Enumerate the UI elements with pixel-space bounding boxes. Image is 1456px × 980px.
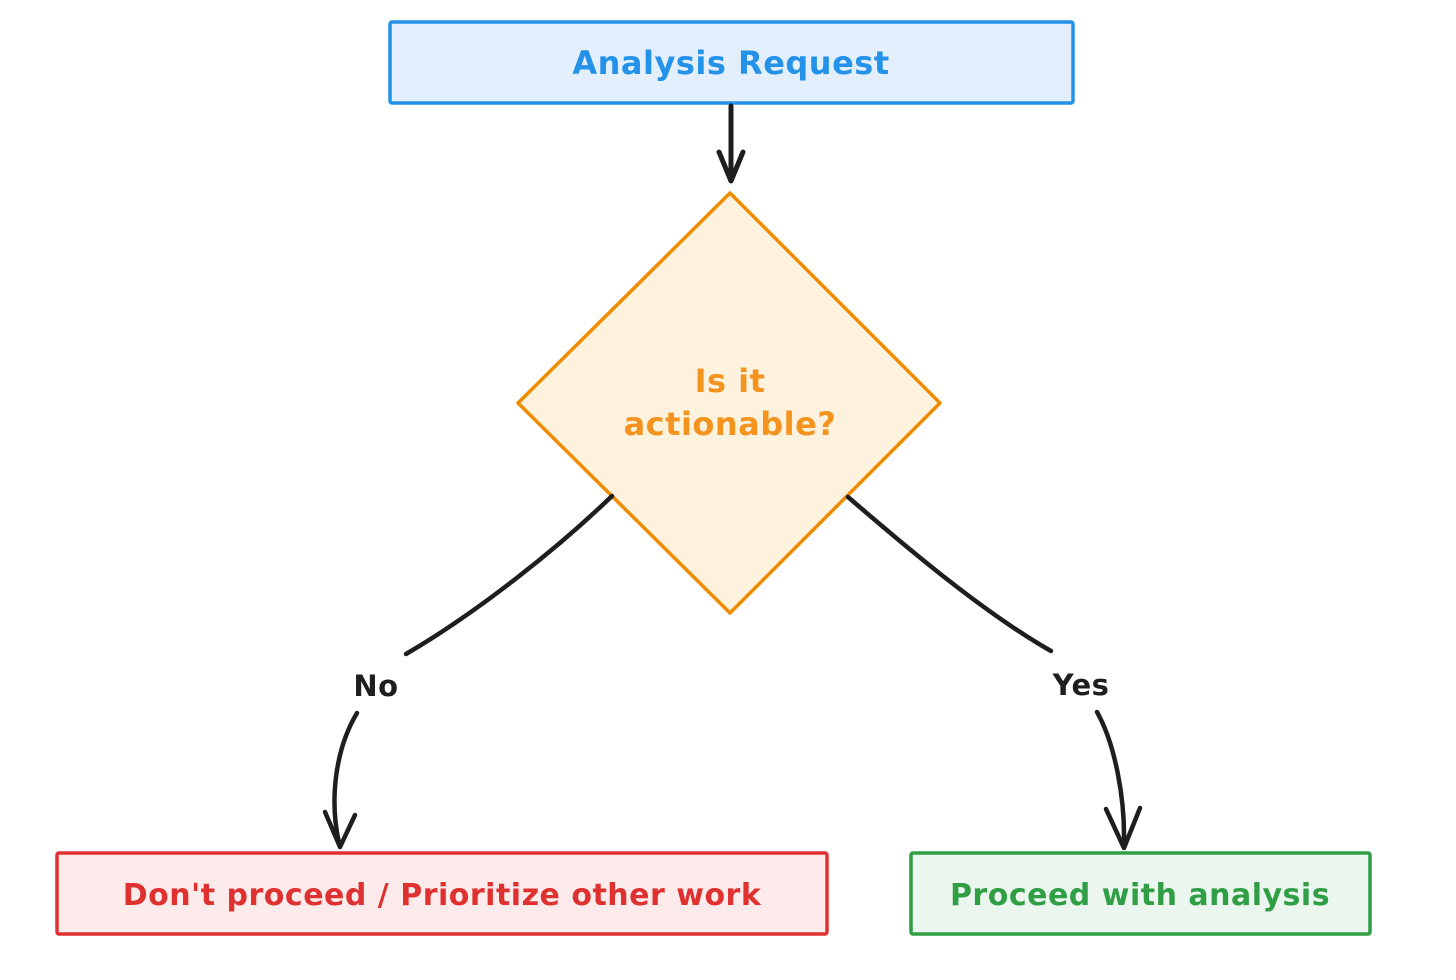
yes-outcome-box-shape — [909, 851, 1372, 936]
edge-label-no: No — [353, 669, 398, 703]
edge-decision-yes: Yes — [845, 494, 1143, 851]
decision-label-line2: actionable? — [624, 405, 837, 443]
no-outcome-box-label: Don't proceed / Prioritize other work — [123, 878, 762, 913]
node-decision: Is it actionable? — [516, 191, 942, 615]
decision-label-line1: Is it — [695, 362, 766, 400]
edge-no-segment-lower — [332, 710, 360, 846]
node-no-outcome: Don't proceed / Prioritize other work — [55, 851, 829, 936]
edge-decision-no: No — [322, 493, 615, 850]
edge-yes-segment-lower — [1094, 709, 1127, 846]
node-yes-outcome: Proceed with analysis — [909, 851, 1372, 936]
start-box-shape — [388, 20, 1075, 105]
edge-label-yes: Yes — [1052, 668, 1110, 702]
edge-no-segment-upper — [403, 493, 615, 657]
yes-outcome-box-label: Proceed with analysis — [950, 878, 1330, 913]
edge-start-decision — [716, 103, 746, 184]
edge-yes-segment-upper — [845, 494, 1054, 654]
arrowhead-down-icon — [716, 149, 746, 184]
arrowhead-down-icon — [322, 809, 358, 850]
decision-diamond-shape — [516, 191, 942, 615]
no-outcome-box-shape — [55, 851, 829, 936]
start-box-label: Analysis Request — [572, 44, 889, 82]
node-start: Analysis Request — [388, 20, 1075, 105]
arrowhead-down-icon — [1103, 805, 1143, 851]
